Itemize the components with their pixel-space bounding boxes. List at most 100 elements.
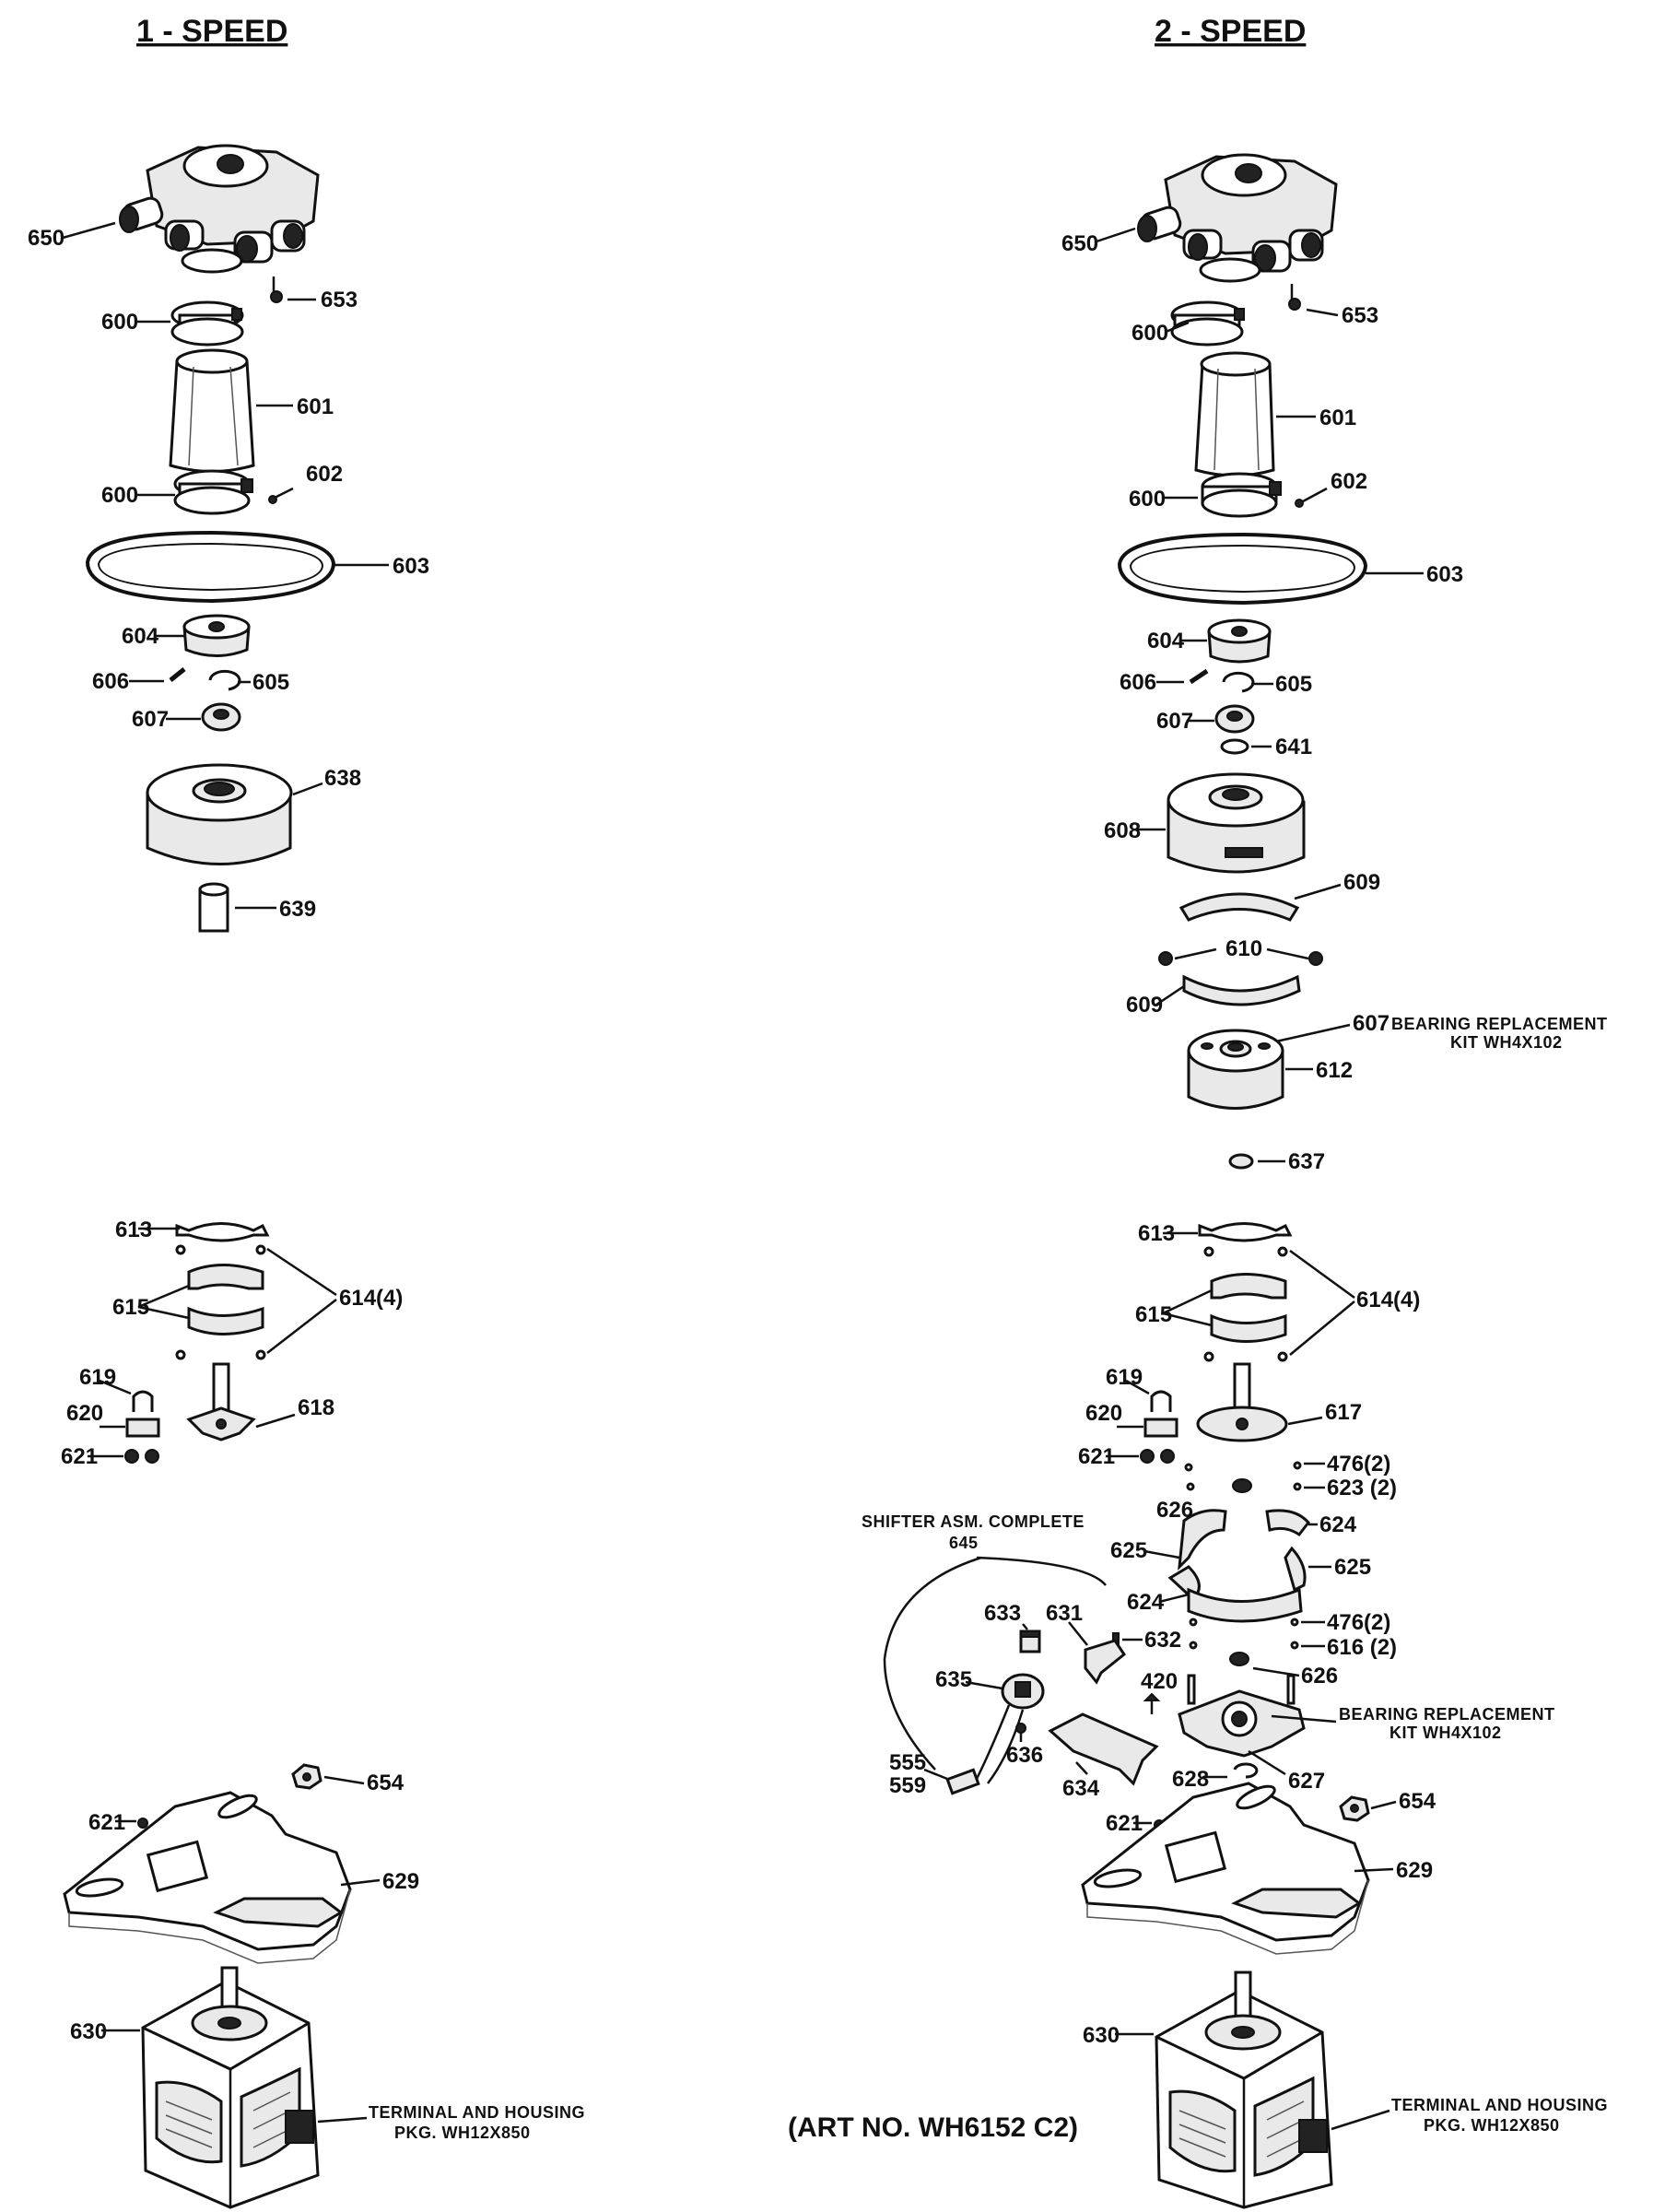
shaft-617-right — [1196, 1362, 1288, 1442]
label-603-left: 603 — [393, 554, 429, 579]
label-654-left: 654 — [367, 1771, 405, 1795]
label-601-left: 601 — [297, 394, 334, 419]
shoe-609-top-right — [1178, 892, 1300, 922]
clamp-600-bottom-right — [1201, 472, 1282, 518]
label-621a-left: 621 — [61, 1444, 98, 1469]
note-terminal-left-1: TERMINAL AND HOUSING — [369, 2103, 585, 2122]
part-631-right — [1084, 1639, 1127, 1685]
label-650-left: 650 — [28, 226, 64, 251]
label-632-right: 632 — [1144, 1628, 1181, 1653]
heading-1-speed: 1 - SPEED — [136, 14, 287, 49]
label-618-left: 618 — [298, 1395, 334, 1420]
screw-653-right — [1288, 298, 1301, 311]
label-610-right: 610 — [1225, 936, 1262, 961]
label-607-right: 607 — [1156, 709, 1193, 734]
label-476a-right: 476(2) — [1327, 1452, 1390, 1477]
note-bearing-607-1: BEARING REPLACEMENT — [1391, 1015, 1608, 1033]
screw-653-left — [270, 276, 283, 303]
label-600a-right: 600 — [1131, 321, 1168, 346]
clamp-600-bottom-left — [173, 469, 253, 515]
shaft-618-left — [186, 1362, 256, 1441]
ubolt-619-right — [1150, 1390, 1172, 1412]
solenoid-635-right — [945, 1673, 1045, 1795]
label-613-right: 613 — [1138, 1221, 1175, 1246]
right-assembly: 650 653 600 601 — [862, 153, 1608, 2209]
label-624b-right: 624 — [1127, 1590, 1165, 1615]
label-604-left: 604 — [122, 624, 159, 649]
label-631-right: 631 — [1046, 1601, 1083, 1626]
ubolt-619-left — [132, 1390, 154, 1412]
pump-650-right — [1137, 153, 1338, 283]
pulley-638-left — [146, 763, 293, 865]
label-607-left: 607 — [132, 707, 169, 732]
label-626b-right: 626 — [1301, 1664, 1338, 1688]
belt-603-left — [85, 530, 336, 604]
label-641-right: 641 — [1275, 735, 1312, 759]
plate-629-right — [1081, 1782, 1370, 1955]
note-bearing-627-1: BEARING REPLACEMENT — [1339, 1705, 1555, 1724]
label-630-left: 630 — [70, 2019, 107, 2044]
label-621b-left: 621 — [88, 1810, 125, 1835]
shifter-number: 645 — [949, 1534, 979, 1552]
part-633-right — [1019, 1630, 1041, 1653]
pulley-604-left — [182, 614, 251, 657]
label-653-left: 653 — [321, 288, 358, 312]
label-619-left: 619 — [79, 1365, 116, 1390]
heading-2-speed: 2 - SPEED — [1155, 14, 1306, 49]
label-639-left: 639 — [279, 897, 316, 922]
plate-620-left — [125, 1418, 160, 1438]
label-620-left: 620 — [66, 1401, 103, 1426]
label-602-left: 602 — [306, 462, 343, 487]
shoe-609-bottom-right — [1182, 974, 1301, 1006]
spring-610-right — [1308, 951, 1323, 966]
motor-630-right — [1155, 1971, 1333, 2209]
label-615-right: 615 — [1135, 1302, 1172, 1327]
washer-641-right — [1220, 738, 1249, 755]
label-600a-left: 600 — [101, 310, 138, 335]
plate-613-right — [1198, 1222, 1293, 1242]
plate-613-left — [175, 1222, 270, 1242]
label-628-right: 628 — [1172, 1767, 1209, 1792]
shoes-615-right — [1210, 1273, 1287, 1343]
note-terminal-left-2: PKG. WH12X850 — [394, 2124, 531, 2142]
sleeve-639-left — [198, 882, 229, 933]
label-627-right: 627 — [1288, 1769, 1325, 1794]
label-629-left: 629 — [382, 1869, 419, 1894]
label-654-right: 654 — [1399, 1789, 1436, 1814]
label-614-left: 614(4) — [339, 1286, 403, 1311]
label-559-right: 559 — [889, 1773, 926, 1798]
label-555-right: 555 — [889, 1750, 926, 1775]
label-617-right: 617 — [1325, 1400, 1362, 1425]
ring-628-right — [1233, 1762, 1259, 1779]
label-606-right: 606 — [1120, 670, 1156, 695]
label-605-left: 605 — [252, 670, 289, 695]
label-620-right: 620 — [1085, 1401, 1122, 1426]
clamp-600-top-left — [170, 300, 244, 347]
art-number: (ART NO. WH6152 C2) — [788, 2112, 1078, 2143]
screw-602-right — [1295, 499, 1304, 508]
plate-620-right — [1143, 1418, 1178, 1438]
key-606-right — [1189, 668, 1209, 685]
pulley-608-right — [1167, 772, 1306, 874]
nut-621b-left — [137, 1818, 148, 1829]
belt-603-right — [1117, 532, 1368, 606]
label-634-right: 634 — [1062, 1776, 1100, 1801]
label-606-left: 606 — [92, 669, 129, 694]
forks-624-625-right — [1167, 1509, 1310, 1623]
leader-650-left — [62, 221, 116, 240]
label-476b-right: 476(2) — [1327, 1610, 1390, 1635]
label-601-right: 601 — [1319, 406, 1356, 430]
ring-605-left — [208, 669, 241, 691]
spring-610-left — [1158, 951, 1173, 966]
shoes-615-left — [187, 1264, 264, 1335]
label-619-right: 619 — [1106, 1365, 1143, 1390]
label-600b-left: 600 — [101, 483, 138, 508]
note-bearing-607-2: KIT WH4X102 — [1450, 1033, 1563, 1052]
label-650-right: 650 — [1061, 231, 1098, 256]
plate-627-right — [1178, 1674, 1306, 1758]
label-614-right: 614(4) — [1356, 1288, 1420, 1312]
bearing-607-left — [201, 702, 241, 732]
label-615-left: 615 — [112, 1295, 149, 1320]
nut-654-left — [291, 1763, 322, 1790]
pump-650-left — [119, 144, 320, 274]
